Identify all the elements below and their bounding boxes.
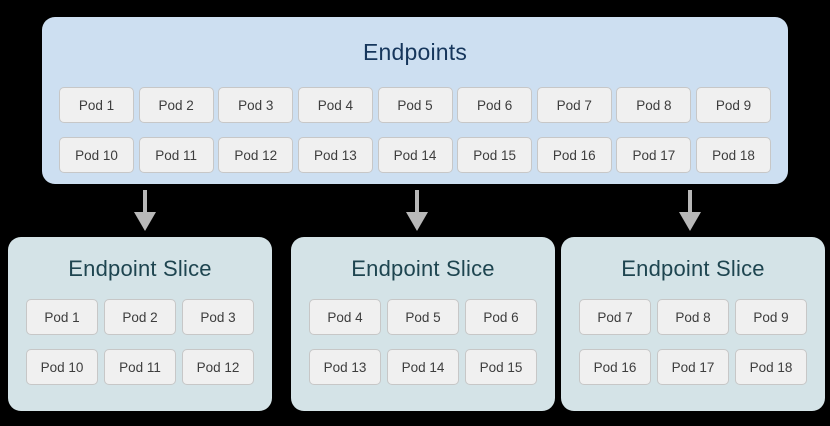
pod-chip: Pod 5 bbox=[377, 87, 453, 123]
pod-chip: Pod 16 bbox=[536, 137, 612, 173]
pod-chip: Pod 11 bbox=[138, 137, 214, 173]
slice-pod-row-2: Pod 16 Pod 17 Pod 18 bbox=[579, 349, 807, 385]
pod-chip: Pod 3 bbox=[182, 299, 254, 335]
pod-chip: Pod 13 bbox=[309, 349, 381, 385]
endpoint-slice-box-3: Endpoint Slice Pod 7 Pod 8 Pod 9 Pod 16 … bbox=[561, 237, 825, 411]
arrow-down-icon bbox=[134, 190, 156, 231]
pod-chip: Pod 14 bbox=[377, 137, 453, 173]
pod-chip: Pod 16 bbox=[579, 349, 651, 385]
pod-chip: Pod 12 bbox=[182, 349, 254, 385]
pod-chip: Pod 4 bbox=[309, 299, 381, 335]
endpoints-title: Endpoints bbox=[362, 39, 468, 65]
pod-chip: Pod 2 bbox=[104, 299, 176, 335]
slice-pod-row-1: Pod 4 Pod 5 Pod 6 bbox=[309, 299, 537, 335]
arrow-head bbox=[679, 212, 701, 231]
arrow-down-icon bbox=[406, 190, 428, 231]
slice-pod-row-1: Pod 1 Pod 2 Pod 3 bbox=[26, 299, 254, 335]
slice-pod-row-1: Pod 7 Pod 8 Pod 9 bbox=[579, 299, 807, 335]
pod-chip: Pod 9 bbox=[696, 87, 771, 123]
slice-pod-row-2: Pod 13 Pod 14 Pod 15 bbox=[309, 349, 537, 385]
pod-chip: Pod 9 bbox=[735, 299, 807, 335]
pod-chip: Pod 10 bbox=[26, 349, 98, 385]
pod-chip: Pod 6 bbox=[465, 299, 537, 335]
pod-chip: Pod 14 bbox=[387, 349, 459, 385]
pod-chip: Pod 2 bbox=[138, 87, 214, 123]
pod-chip: Pod 1 bbox=[59, 87, 134, 123]
pod-chip: Pod 8 bbox=[657, 299, 729, 335]
arrow-shaft bbox=[415, 190, 419, 215]
arrow-shaft bbox=[688, 190, 692, 215]
pod-chip: Pod 18 bbox=[696, 137, 771, 173]
pod-chip: Pod 13 bbox=[297, 137, 373, 173]
endpoint-slice-title: Endpoint Slice bbox=[68, 256, 212, 281]
pod-chip: Pod 18 bbox=[735, 349, 807, 385]
pod-chip: Pod 3 bbox=[218, 87, 294, 123]
pod-chip: Pod 7 bbox=[579, 299, 651, 335]
arrow-shaft bbox=[143, 190, 147, 215]
pod-chip: Pod 7 bbox=[536, 87, 612, 123]
endpoint-slice-title: Endpoint Slice bbox=[621, 256, 765, 281]
pod-chip: Pod 1 bbox=[26, 299, 98, 335]
pod-chip: Pod 17 bbox=[657, 349, 729, 385]
arrow-down-icon bbox=[679, 190, 701, 231]
pod-chip: Pod 8 bbox=[616, 87, 692, 123]
endpoints-pod-row-1: Pod 1 Pod 2 Pod 3 Pod 4 Pod 5 Pod 6 Pod … bbox=[59, 87, 771, 123]
pod-chip: Pod 4 bbox=[297, 87, 373, 123]
slice-pod-row-2: Pod 10 Pod 11 Pod 12 bbox=[26, 349, 254, 385]
pod-chip: Pod 12 bbox=[218, 137, 294, 173]
endpoint-slice-box-1: Endpoint Slice Pod 1 Pod 2 Pod 3 Pod 10 … bbox=[8, 237, 272, 411]
arrow-head bbox=[406, 212, 428, 231]
pod-chip: Pod 10 bbox=[59, 137, 134, 173]
endpoint-slice-box-2: Endpoint Slice Pod 4 Pod 5 Pod 6 Pod 13 … bbox=[291, 237, 555, 411]
pod-chip: Pod 5 bbox=[387, 299, 459, 335]
pod-chip: Pod 6 bbox=[457, 87, 533, 123]
pod-chip: Pod 17 bbox=[616, 137, 692, 173]
endpoints-pod-row-2: Pod 10 Pod 11 Pod 12 Pod 13 Pod 14 Pod 1… bbox=[59, 137, 771, 173]
pod-chip: Pod 15 bbox=[457, 137, 533, 173]
pod-chip: Pod 15 bbox=[465, 349, 537, 385]
pod-chip: Pod 11 bbox=[104, 349, 176, 385]
arrow-head bbox=[134, 212, 156, 231]
endpoints-box: Endpoints Pod 1 Pod 2 Pod 3 Pod 4 Pod 5 … bbox=[42, 17, 788, 184]
endpoint-slice-title: Endpoint Slice bbox=[351, 256, 495, 281]
